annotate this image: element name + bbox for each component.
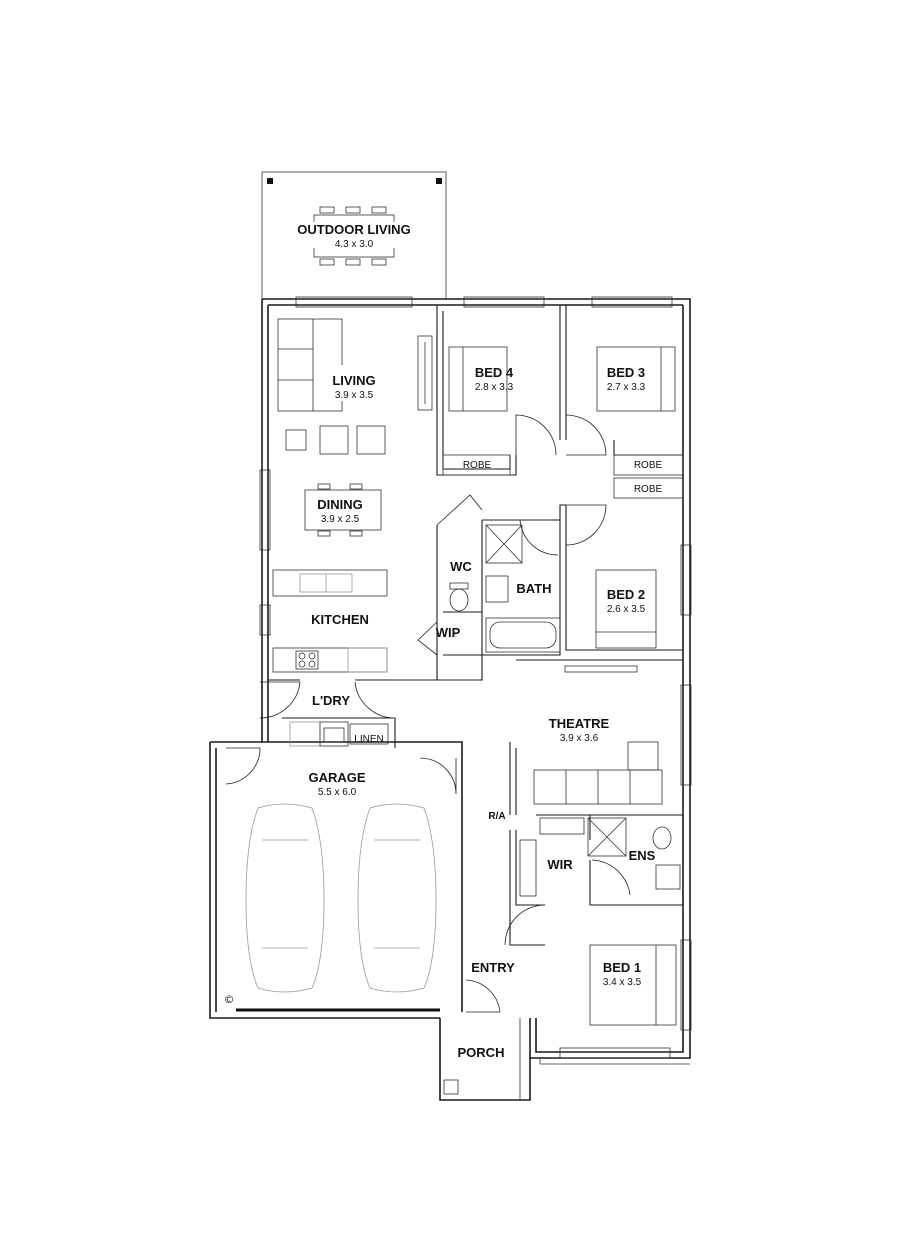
bed1-size: 3.4 x 3.5 [603,977,642,988]
living-label-bg [330,365,378,401]
theatre-tv-icon [564,665,638,673]
tv-unit-icon [417,335,433,411]
living-size: 3.9 x 3.5 [335,390,374,401]
bed4-size: 2.8 x 3.3 [475,382,514,393]
bed2-size: 2.6 x 3.5 [607,604,646,615]
garage-name: GARAGE [308,770,365,785]
dining-size: 3.9 x 2.5 [321,514,360,525]
garage-size: 5.5 x 6.0 [318,787,357,798]
bed1-bed-icon [589,944,677,1026]
internal-walls [268,305,684,946]
ensuite-fixtures-icon [587,817,681,890]
kitchen-bench-icon [272,569,388,673]
bed4-bed-icon [448,346,508,412]
theatre-name: THEATRE [549,716,610,731]
copyright-mark: © [224,993,235,1006]
windows [259,296,692,1059]
garage-car-left-icon [245,803,325,993]
outdoor-living-area [261,171,447,300]
bed4-name: BED 4 [475,365,514,380]
wc-name: WC [450,559,472,574]
laundry-name: L'DRY [312,693,350,708]
living-name: LIVING [332,373,375,388]
wir-name: WIR [547,857,573,872]
robe-bed4-label: ROBE [463,460,492,471]
outdoor-living-name: OUTDOOR LIVING [297,222,410,237]
entry-name: ENTRY [471,960,515,975]
garage-car-right-icon [357,803,437,993]
kitchen-name: KITCHEN [311,612,369,627]
wir-shelves-icon [519,817,585,897]
ens-name: ENS [629,848,656,863]
linen-label: LINEN [354,734,383,745]
dining-name: DINING [317,497,363,512]
outdoor-living-size: 4.3 x 3.0 [335,239,374,250]
armchairs-icon [285,425,386,455]
laundry-fixtures-icon [289,721,389,747]
bath-name: BATH [516,581,551,596]
theatre-size: 3.9 x 3.6 [560,733,599,744]
theatre-sofa-icon [533,741,663,805]
bath-fixtures-icon [485,524,561,653]
wip-name: WIP [436,625,461,640]
bed2-bed-icon [595,569,657,649]
bed2-name: BED 2 [607,587,645,602]
return-air-label: R/A [488,811,505,822]
dining-label-bg [315,494,367,528]
robe-bed2-label: ROBE [634,484,663,495]
bed3-name: BED 3 [607,365,645,380]
bed3-bed-icon [596,346,676,412]
porch-name: PORCH [458,1045,505,1060]
bed1-name: BED 1 [603,960,641,975]
robe-bed3-label: ROBE [634,460,663,471]
wc-toilet-icon [449,582,469,612]
doors [225,414,631,1013]
external-walls [209,298,691,1101]
dining-table-icon [304,483,382,537]
bed3-size: 2.7 x 3.3 [607,382,646,393]
